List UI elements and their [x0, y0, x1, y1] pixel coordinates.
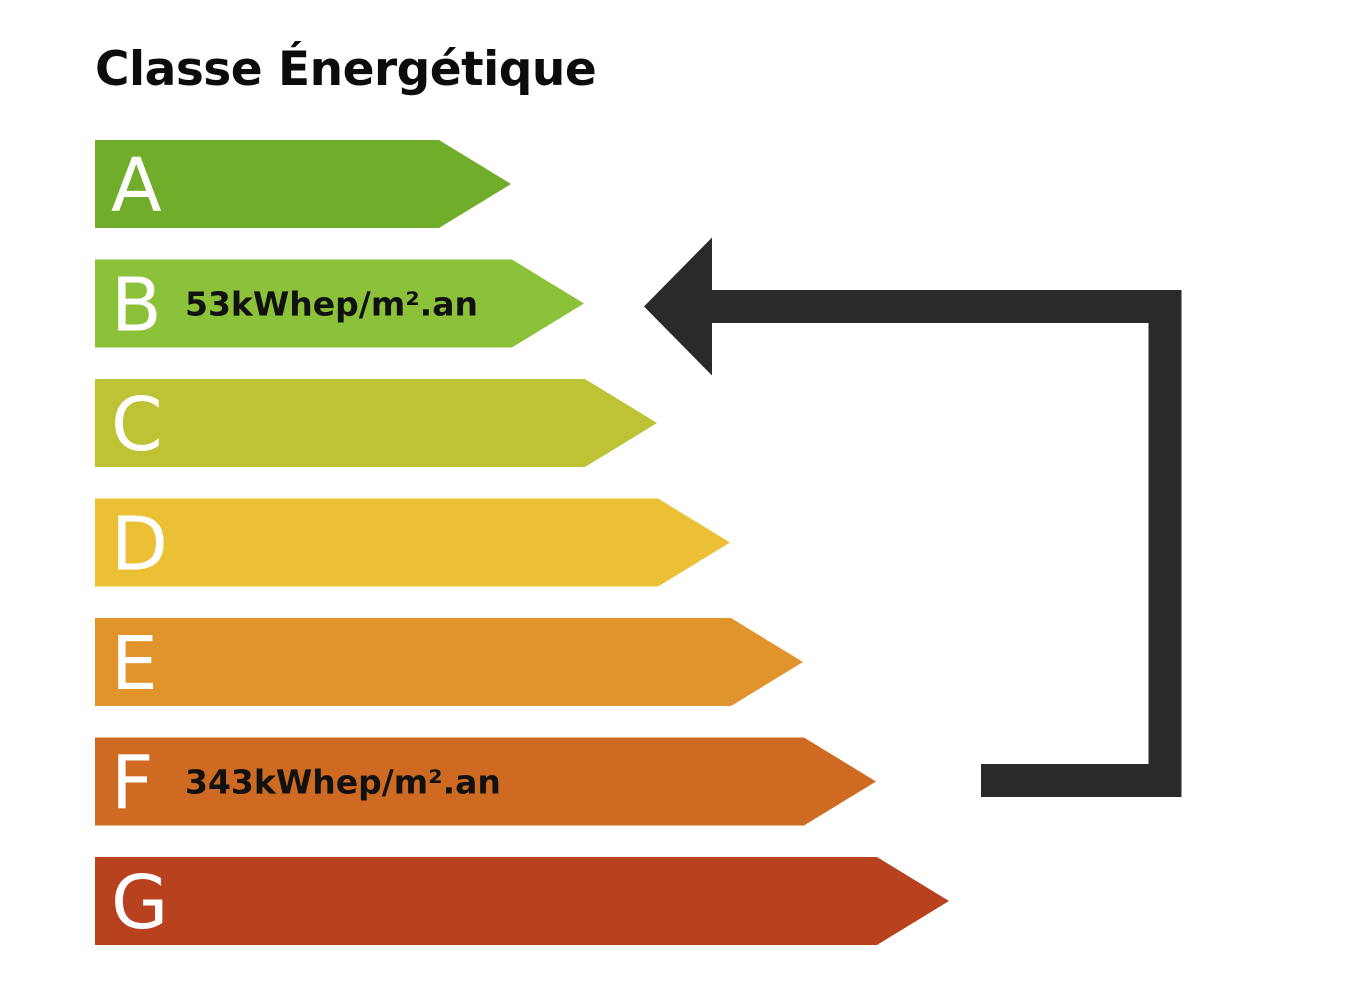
energy-class-f: F 343kWhep/m².an	[95, 737, 876, 827]
class-bar-shape	[95, 140, 511, 228]
energy-class-a: A	[95, 140, 511, 229]
energy-class-c: C	[95, 379, 657, 468]
energy-class-d: D	[95, 498, 730, 588]
class-bar-shape	[95, 259, 584, 348]
class-letter: A	[111, 143, 162, 229]
class-bar-shape	[95, 737, 876, 826]
class-letter: C	[111, 382, 163, 468]
class-letter: G	[111, 860, 168, 946]
class-bar-shape	[95, 857, 949, 945]
class-letter: D	[111, 502, 168, 588]
energy-class-b: B 53kWhep/m².an	[95, 259, 584, 349]
class-bar-shape	[95, 498, 730, 587]
improvement-arrow	[644, 237, 1182, 797]
class-bar-shape	[95, 618, 803, 706]
class-consumption-value: 53kWhep/m².an	[185, 285, 478, 324]
energy-class-g: G	[95, 857, 949, 946]
class-letter: E	[111, 621, 158, 707]
class-letter: B	[111, 263, 162, 349]
class-consumption-value: 343kWhep/m².an	[185, 763, 501, 802]
energy-class-e: E	[95, 618, 803, 707]
arrow-connector-line	[712, 290, 1182, 797]
arrow-head-icon	[644, 237, 712, 376]
class-letter: F	[111, 741, 154, 827]
page-title: Classe Énergétique	[95, 42, 597, 97]
class-bar-shape	[95, 379, 657, 467]
